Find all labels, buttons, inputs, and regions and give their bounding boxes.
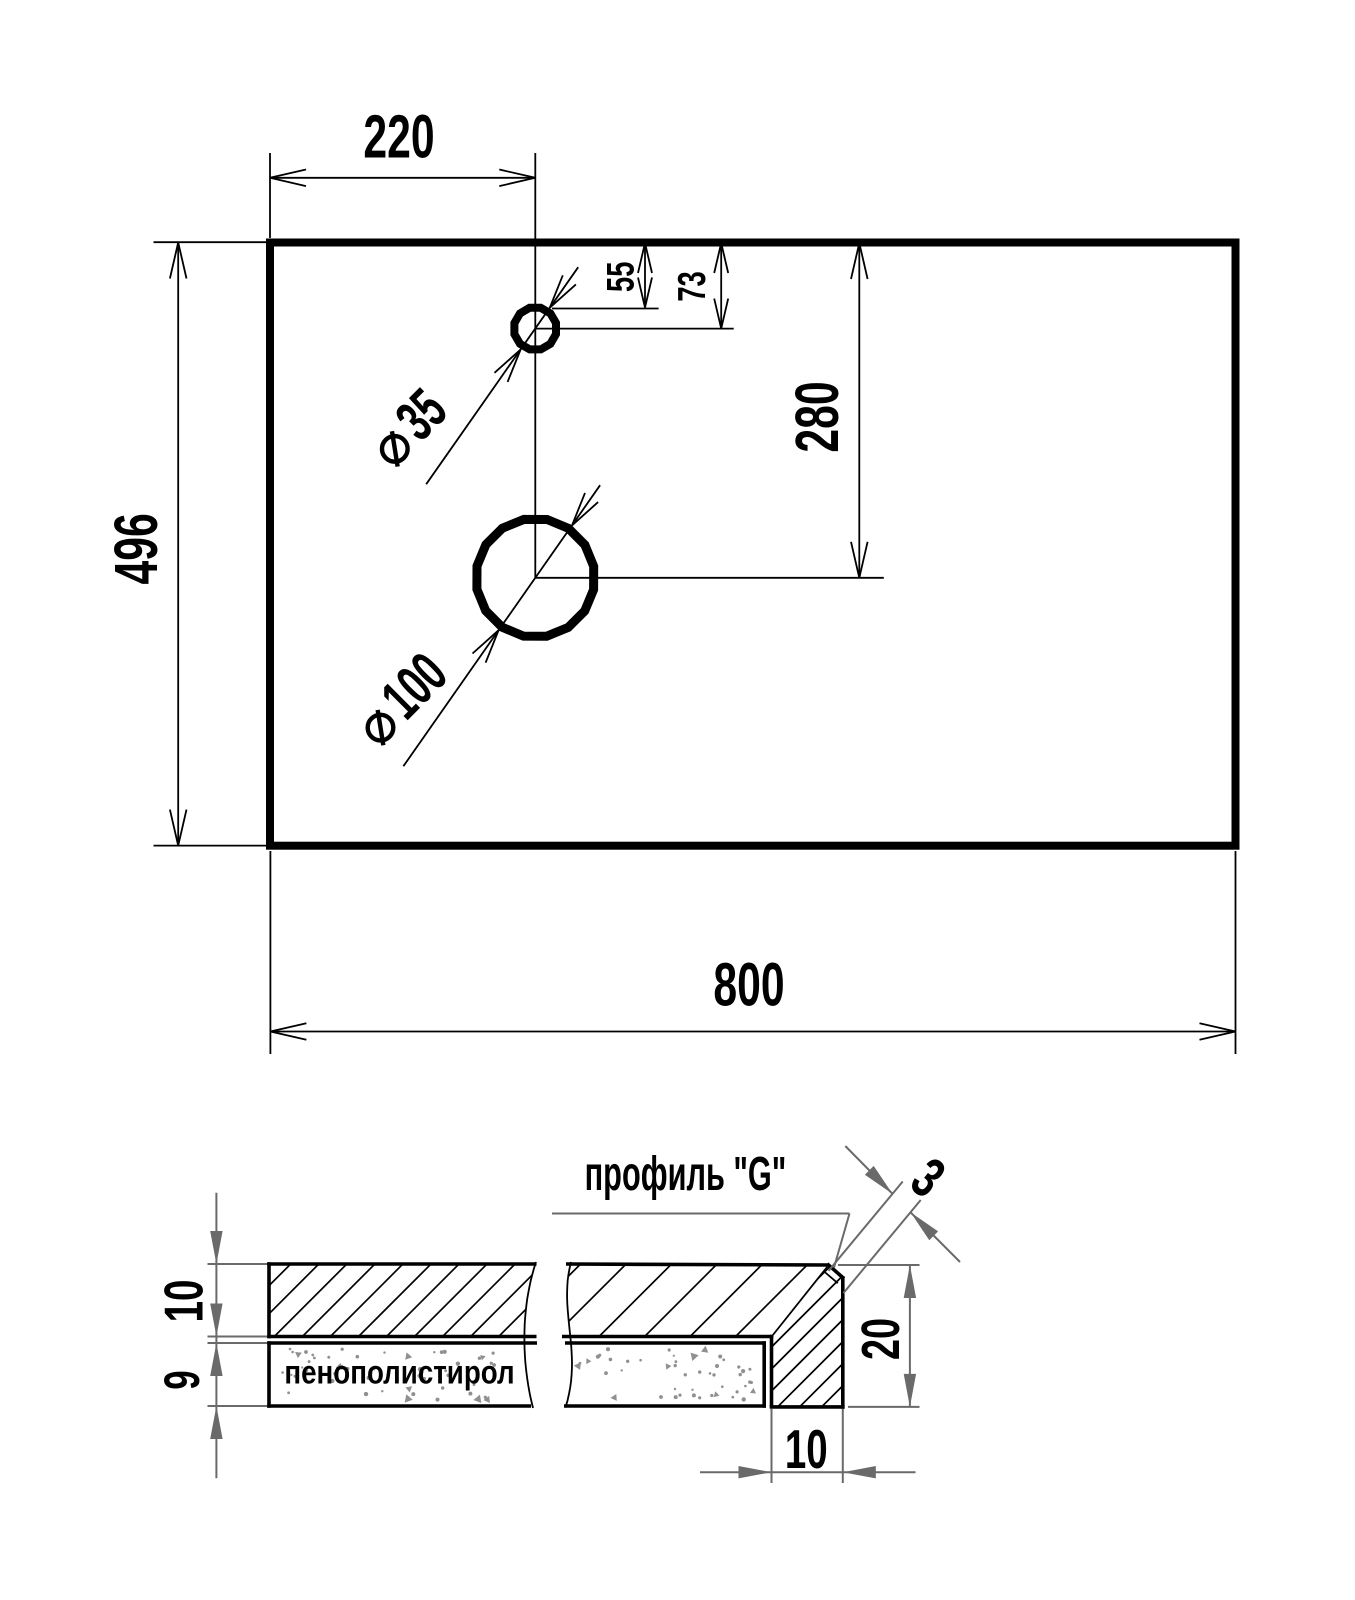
svg-text:10: 10 [785, 1419, 828, 1480]
svg-text:55: 55 [600, 262, 643, 292]
svg-text:20: 20 [851, 1318, 911, 1360]
svg-text:800: 800 [713, 951, 784, 1019]
svg-text:73: 73 [671, 271, 714, 301]
svg-text:10: 10 [154, 1280, 215, 1323]
svg-text:220: 220 [363, 103, 434, 171]
svg-text:280: 280 [784, 381, 852, 452]
svg-text:496: 496 [103, 513, 171, 584]
svg-text:профиль "G": профиль "G" [585, 1147, 787, 1201]
svg-text:пенополистирол: пенополистирол [284, 1354, 514, 1391]
svg-text:9: 9 [155, 1370, 211, 1389]
